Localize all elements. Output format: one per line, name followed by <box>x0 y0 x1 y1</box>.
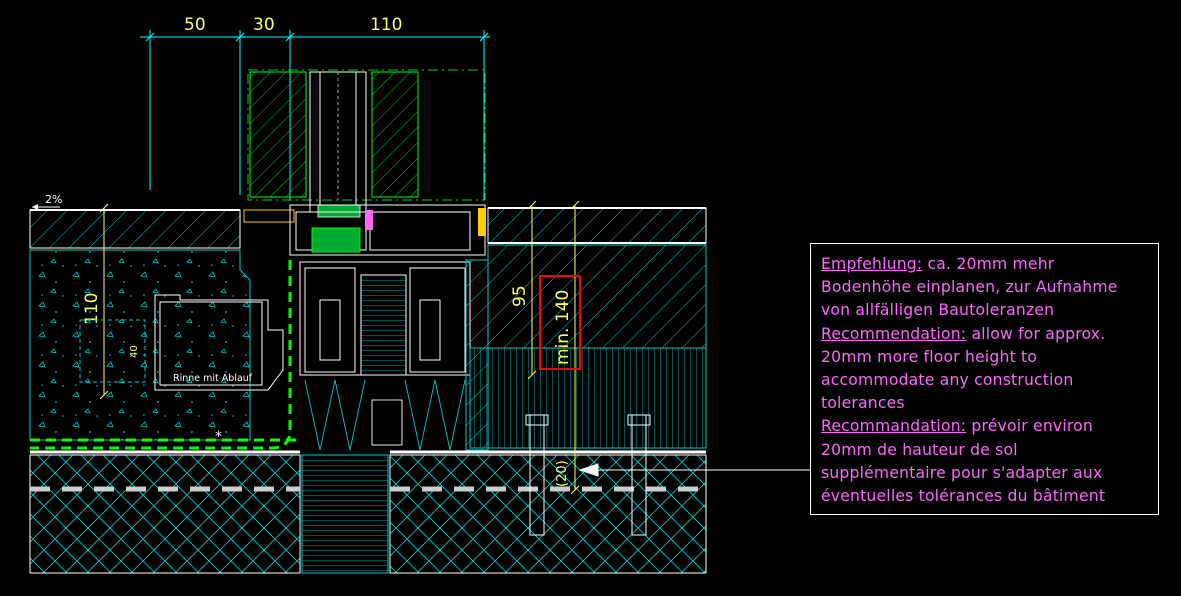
note-de-line-1-text: ca. 20mm mehr <box>922 255 1055 273</box>
note-de-heading: Empfehlung: <box>821 255 923 273</box>
recommendation-note-box <box>810 243 1159 515</box>
note-fr-line-1-text: prévoir environ <box>966 417 1093 436</box>
note-de-line-3: von allfälligen Bautoleranzen <box>821 301 1055 320</box>
note-de-line-1: Empfehlung: ca. 20mm mehr <box>821 253 1156 276</box>
top-dimension-line <box>140 30 490 200</box>
note-en-line-3: accommodate any construction <box>821 371 1074 390</box>
support-struts <box>304 379 466 451</box>
dim-110: 110 <box>370 15 402 35</box>
slope-label: 2% <box>45 193 62 206</box>
dim-110-vertical: 110 <box>82 293 102 325</box>
note-de-line-2: Bodenhöhe einplanen, zur Aufnahme <box>821 278 1118 297</box>
foundation <box>29 450 707 574</box>
note-en-line-1-text: allow for approx. <box>966 324 1106 343</box>
note-en-heading: Recommendation: <box>821 324 967 343</box>
glazing-frame <box>247 69 486 218</box>
note-fr-line-2: 20mm de hauteur de sol <box>821 440 1018 459</box>
anchor-bolts <box>525 414 651 536</box>
dim-min-140: min. 140 <box>553 290 573 365</box>
gutter-label: Rinne mit Ablauf <box>173 373 253 384</box>
note-en-line-1: Recommendation: allow for approx. <box>821 323 1156 346</box>
dim-30: 30 <box>253 15 275 35</box>
recommendation-note: Empfehlung: ca. 20mm mehr Bodenhöhe einp… <box>821 253 1156 508</box>
right-floor-buildup <box>465 207 707 451</box>
note-fr-line-3: supplémentaire pour s'adapter aux <box>821 463 1103 482</box>
min-140-highlight <box>539 275 581 370</box>
drainage-channel <box>79 294 284 391</box>
note-fr-line-1: Recommandation: prévoir environ <box>821 415 1156 438</box>
asterisk-mark: * <box>215 429 222 445</box>
dim-50: 50 <box>184 15 206 35</box>
note-en-line-2: 20mm more floor height to <box>821 347 1038 366</box>
dim-95-vertical: 95 <box>510 285 530 307</box>
note-en-line-4: tolerances <box>821 394 905 413</box>
left-floor-slab <box>29 209 300 450</box>
note-fr-line-4: éventuelles tolérances du bâtiment <box>821 487 1106 506</box>
note-leader <box>578 463 810 477</box>
left-height-dimension <box>99 203 109 400</box>
door-profile <box>243 204 486 376</box>
dim-40-vertical: 40 <box>129 345 140 358</box>
right-height-dimension <box>527 200 580 495</box>
dim-20-vertical: (20) <box>555 460 570 487</box>
note-fr-heading: Recommandation: <box>821 417 967 436</box>
